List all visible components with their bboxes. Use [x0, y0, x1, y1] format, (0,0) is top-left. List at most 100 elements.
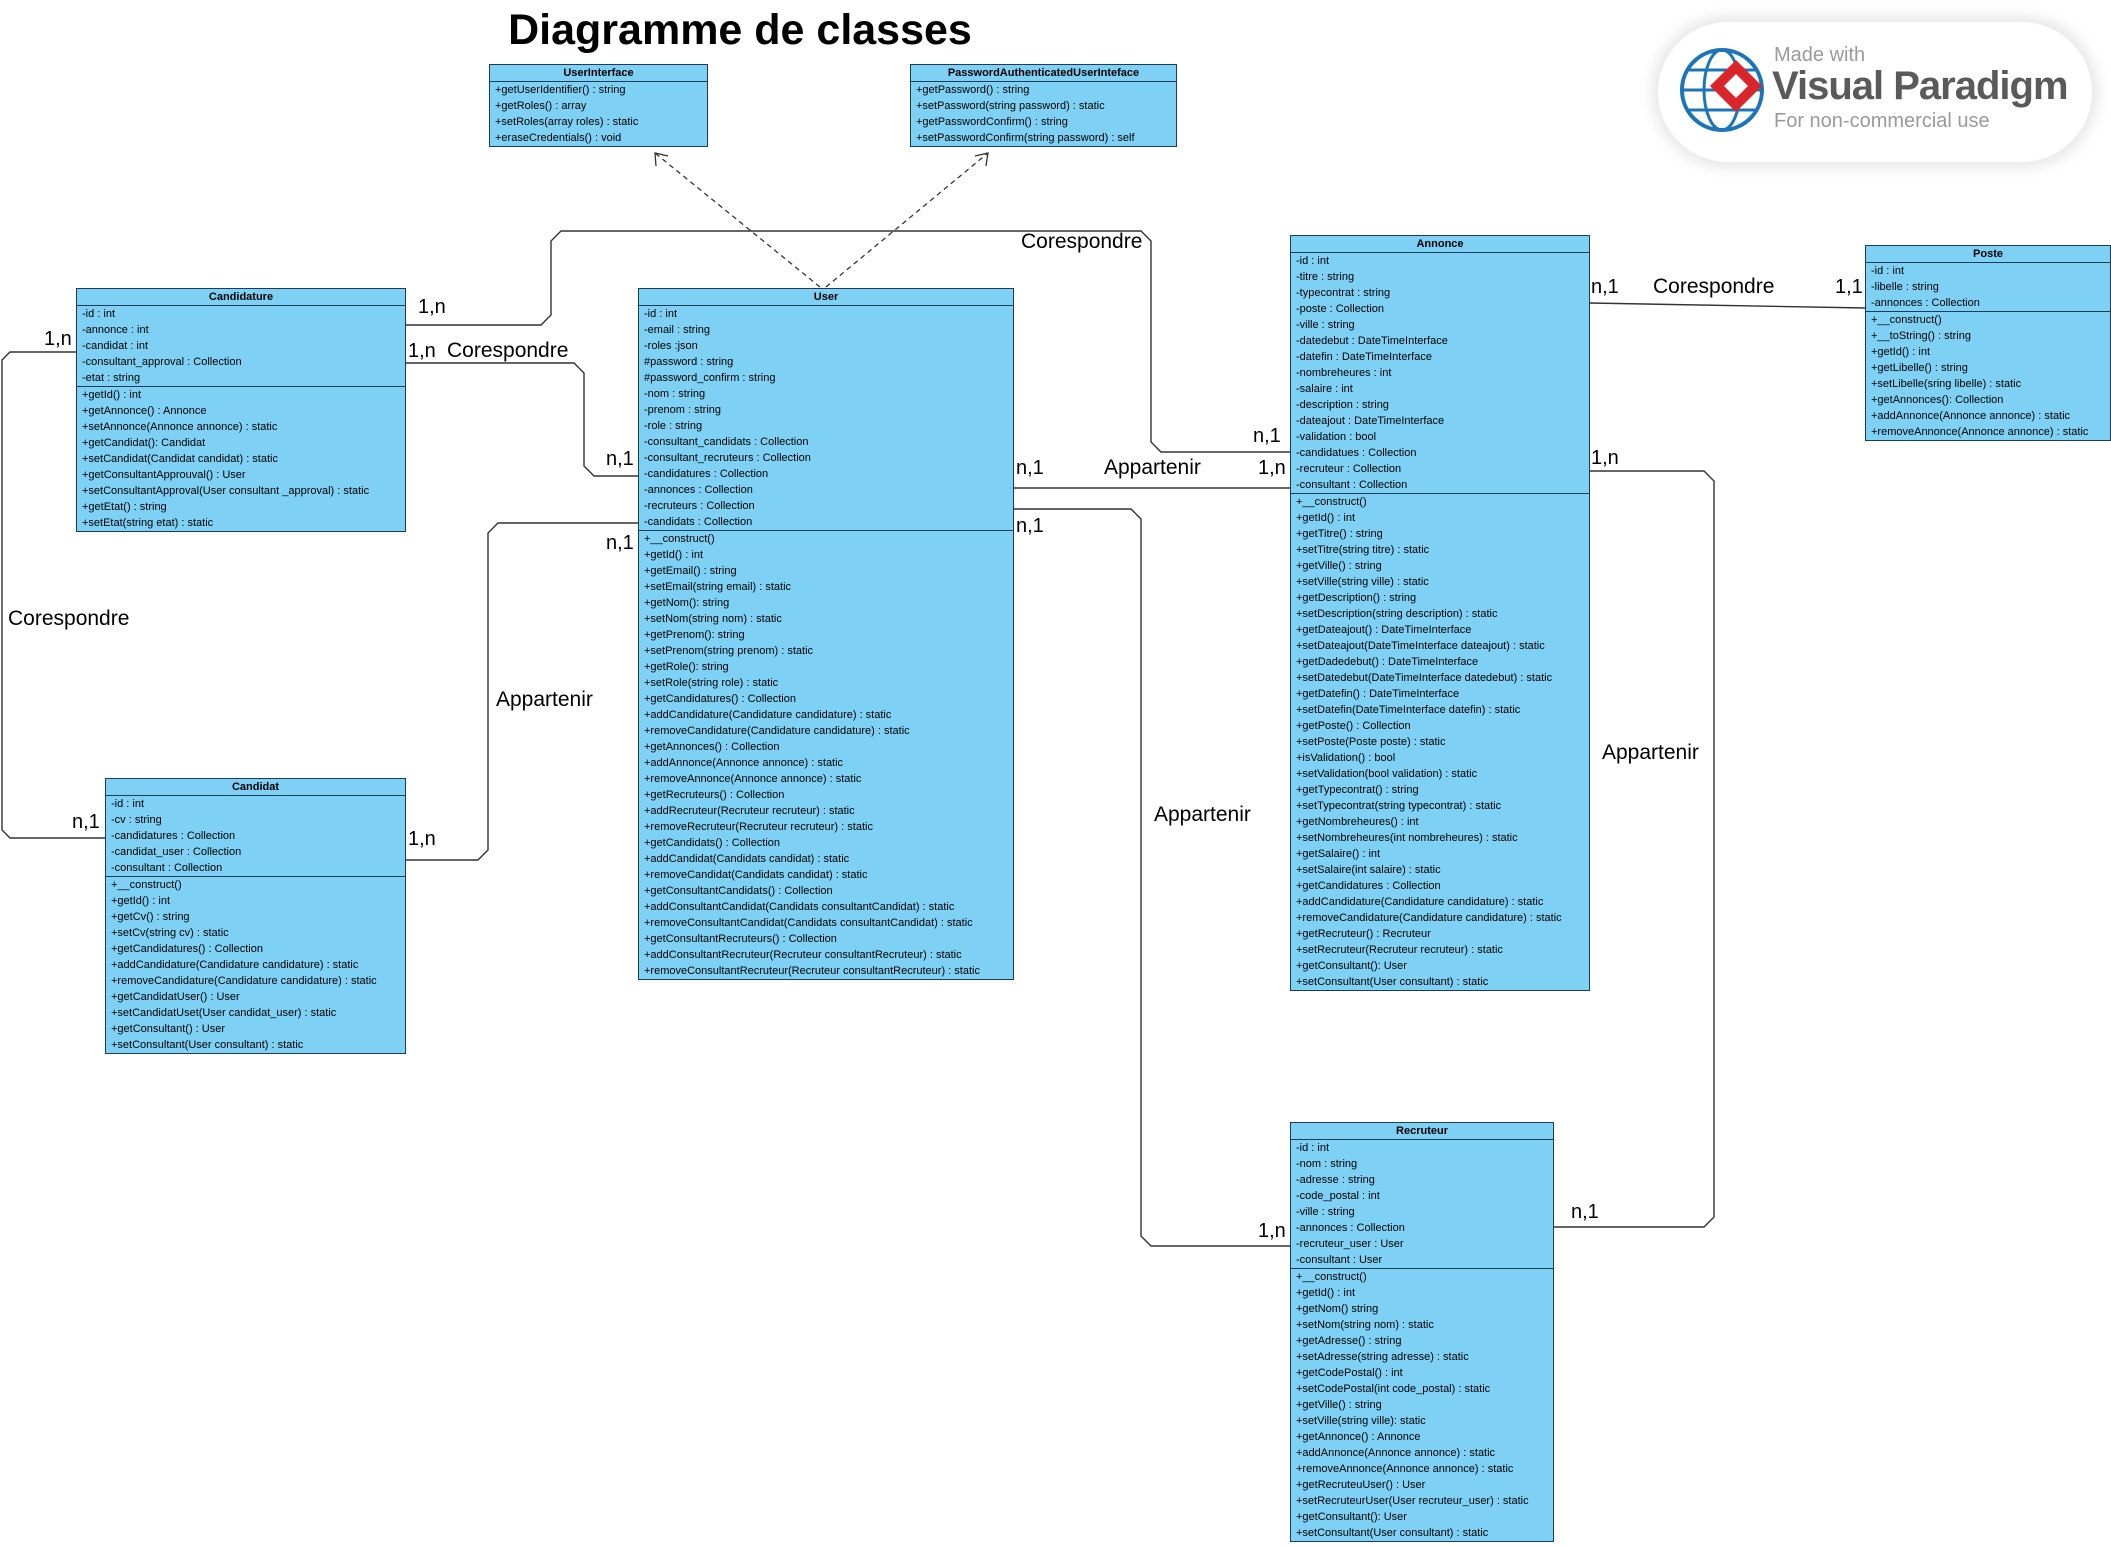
class-method: +getAnnonces(): Collection	[1871, 394, 2004, 406]
mult-annonce-poste-target: 1,1	[1835, 276, 1863, 298]
assoc-name-annonce-recruteur: Appartenir	[1602, 741, 1699, 764]
class-method: +removeConsultantCandidat(Candidats cons…	[644, 917, 973, 929]
class-method: +setDatefin(DateTimeInterface datefin) :…	[1296, 704, 1521, 716]
class-candidat[interactable]: Candidat -id : int-cv : string-candidatu…	[105, 778, 406, 1054]
class-method: +setRecruteur(Recruteur recruteur) : sta…	[1296, 944, 1503, 956]
mult-candidature-annonce-target: n,1	[1253, 425, 1281, 447]
class-attribute: -candidatures : Collection	[644, 468, 769, 480]
class-method: +removeCandidat(Candidats candidat) : st…	[644, 869, 868, 881]
association-candidature-candidat	[1, 351, 105, 839]
class-attributes: -id : int-annonce : int-candidat : int-c…	[77, 306, 405, 387]
class-attributes: -id : int -libelle : string -annonces : Co…	[1866, 263, 2110, 312]
mult-user-recruteur-target: 1,n	[1258, 1220, 1286, 1242]
class-method: +getId() : int	[1871, 346, 1931, 358]
class-attribute: -consultant_candidats : Collection	[644, 436, 809, 448]
association-annonce-poste	[1588, 302, 1867, 309]
class-method: +getPrenom(): string	[644, 629, 745, 641]
class-method: +removeRecruteur(Recruteur recruteur) : …	[644, 821, 873, 833]
class-methods: +__construct()+getId() : int+getEmail() …	[639, 531, 1013, 979]
class-method: +getDescription() : string	[1296, 592, 1417, 604]
class-method: +getCandidatures() : Collection	[644, 693, 796, 705]
class-method: +setVille(string ville): static	[1296, 1415, 1426, 1427]
class-methods: +getId() : int+getAnnonce() : Annonce+se…	[77, 387, 405, 531]
class-method: +addAnnonce(Annonce annonce) : static	[644, 757, 844, 769]
class-recruteur[interactable]: Recruteur -id : int-nom : string-adresse…	[1290, 1122, 1554, 1542]
class-method: +getConsultantRecruteurs() : Collection	[644, 933, 837, 945]
class-attribute: -libelle : string	[1871, 281, 1939, 293]
class-method: +setLibelle(sring libelle) : static	[1871, 378, 2022, 390]
mult-candidat-user-source: 1,n	[408, 828, 436, 850]
class-method: +addCandidature(Candidature candidature)…	[1296, 896, 1544, 908]
class-method: +__toString() : string	[1871, 330, 1971, 342]
diagram-title: Diagramme de classes	[508, 6, 972, 54]
class-passwordinterface[interactable]: PasswordAuthenticatedUserInteface +getPa…	[910, 64, 1177, 147]
class-method: +setVille(string ville) : static	[1296, 576, 1429, 588]
class-method: +setAdresse(string adresse) : static	[1296, 1351, 1469, 1363]
class-name: Annonce	[1291, 236, 1589, 253]
class-method: +__construct()	[1871, 314, 1942, 326]
class-method: +getEmail() : string	[644, 565, 737, 577]
class-attribute: -nom : string	[644, 388, 706, 400]
class-annonce[interactable]: Annonce -id : int-titre : string-typecon…	[1290, 235, 1590, 991]
mult-candidature-user-source: 1,n	[408, 340, 436, 362]
class-method: +getCandidatUser() : User	[111, 991, 240, 1003]
class-attribute: -candidatues : Collection	[1296, 447, 1417, 459]
visual-paradigm-logo-icon	[1680, 48, 1764, 132]
class-attribute: -prenom : string	[644, 404, 722, 416]
association-candidature-annonce	[406, 230, 1291, 453]
class-name: Candidat	[106, 779, 405, 796]
class-method: +setRole(string role) : static	[644, 677, 779, 689]
realization-arrowhead-userinterface	[654, 152, 669, 167]
class-attribute: -annonces : Collection	[1871, 297, 1980, 309]
class-attribute: -nom : string	[1296, 1158, 1358, 1170]
class-attribute: -candidats : Collection	[644, 516, 753, 528]
class-method: +getRecruteuUser() : User	[1296, 1479, 1426, 1491]
class-method: +getPassword() : string	[916, 84, 1030, 96]
class-user[interactable]: User -id : int-email : string-roles :jso…	[638, 288, 1014, 980]
class-method: +getTypecontrat() : string	[1296, 784, 1419, 796]
realization-userinterface	[654, 152, 821, 288]
class-attribute: -id : int	[1296, 1142, 1330, 1154]
mult-user-recruteur-source: n,1	[1016, 515, 1044, 537]
class-method: +setEtat(string etat) : static	[82, 517, 214, 529]
class-attribute: -recruteurs : Collection	[644, 500, 755, 512]
badge-usage: For non-commercial use	[1774, 110, 1990, 132]
class-method: +isValidation() : bool	[1296, 752, 1396, 764]
class-method: +getNom(): string	[644, 597, 730, 609]
class-name: User	[639, 289, 1013, 306]
class-attribute: -id : int	[1871, 265, 1905, 277]
class-attribute: -id : int	[82, 308, 116, 320]
class-method: +getAnnonce() : Annonce	[1296, 1431, 1421, 1443]
class-method: +getCv() : string	[111, 911, 190, 923]
mult-candidature-candidat-target: n,1	[72, 811, 100, 833]
class-method: +getEtat() : string	[82, 501, 167, 513]
class-method: +removeAnnonce(Annonce annonce) : static	[1296, 1463, 1514, 1475]
class-attribute: -ville : string	[1296, 319, 1355, 331]
class-candidature[interactable]: Candidature -id : int-annonce : int-cand…	[76, 288, 406, 532]
class-methods: +__construct()+getId() : int+getTitre() …	[1291, 494, 1589, 990]
class-attribute: -consultant : User	[1296, 1254, 1383, 1266]
class-method: +getCandidats() : Collection	[644, 837, 781, 849]
class-attribute: -id : int	[644, 308, 678, 320]
class-method: +getDadedebut() : DateTimeInterface	[1296, 656, 1479, 668]
class-userinterface[interactable]: UserInterface +getUserIdentifier() : str…	[489, 64, 708, 147]
class-method: +setPoste(Poste poste) : static	[1296, 736, 1446, 748]
class-method: +setConsultantApproval(User consultant _…	[82, 485, 370, 497]
class-attribute: -id : int	[1296, 255, 1330, 267]
class-method: +removeCandidature(Candidature candidatu…	[644, 725, 910, 737]
class-attribute: #password : string	[644, 356, 734, 368]
class-method: +__construct()	[111, 879, 182, 891]
class-method: +getAdresse() : string	[1296, 1335, 1402, 1347]
class-method: +setNom(string nom) : static	[644, 613, 782, 625]
class-attribute: -ville : string	[1296, 1206, 1355, 1218]
class-poste[interactable]: Poste -id : int-libelle : string-annonce…	[1865, 245, 2111, 441]
class-attribute: -titre : string	[1296, 271, 1355, 283]
class-method: +setRecruteurUser(User recruteur_user) :…	[1296, 1495, 1529, 1507]
class-method: +setConsultant(User consultant) : static	[1296, 976, 1489, 988]
class-attribute: -roles :json	[644, 340, 698, 352]
assoc-name-annonce-poste: Corespondre	[1653, 275, 1775, 298]
class-method: +getNombreheures() : int	[1296, 816, 1419, 828]
class-attribute: -annonces : Collection	[1296, 1222, 1405, 1234]
class-attribute: -consultant : Collection	[111, 862, 223, 874]
